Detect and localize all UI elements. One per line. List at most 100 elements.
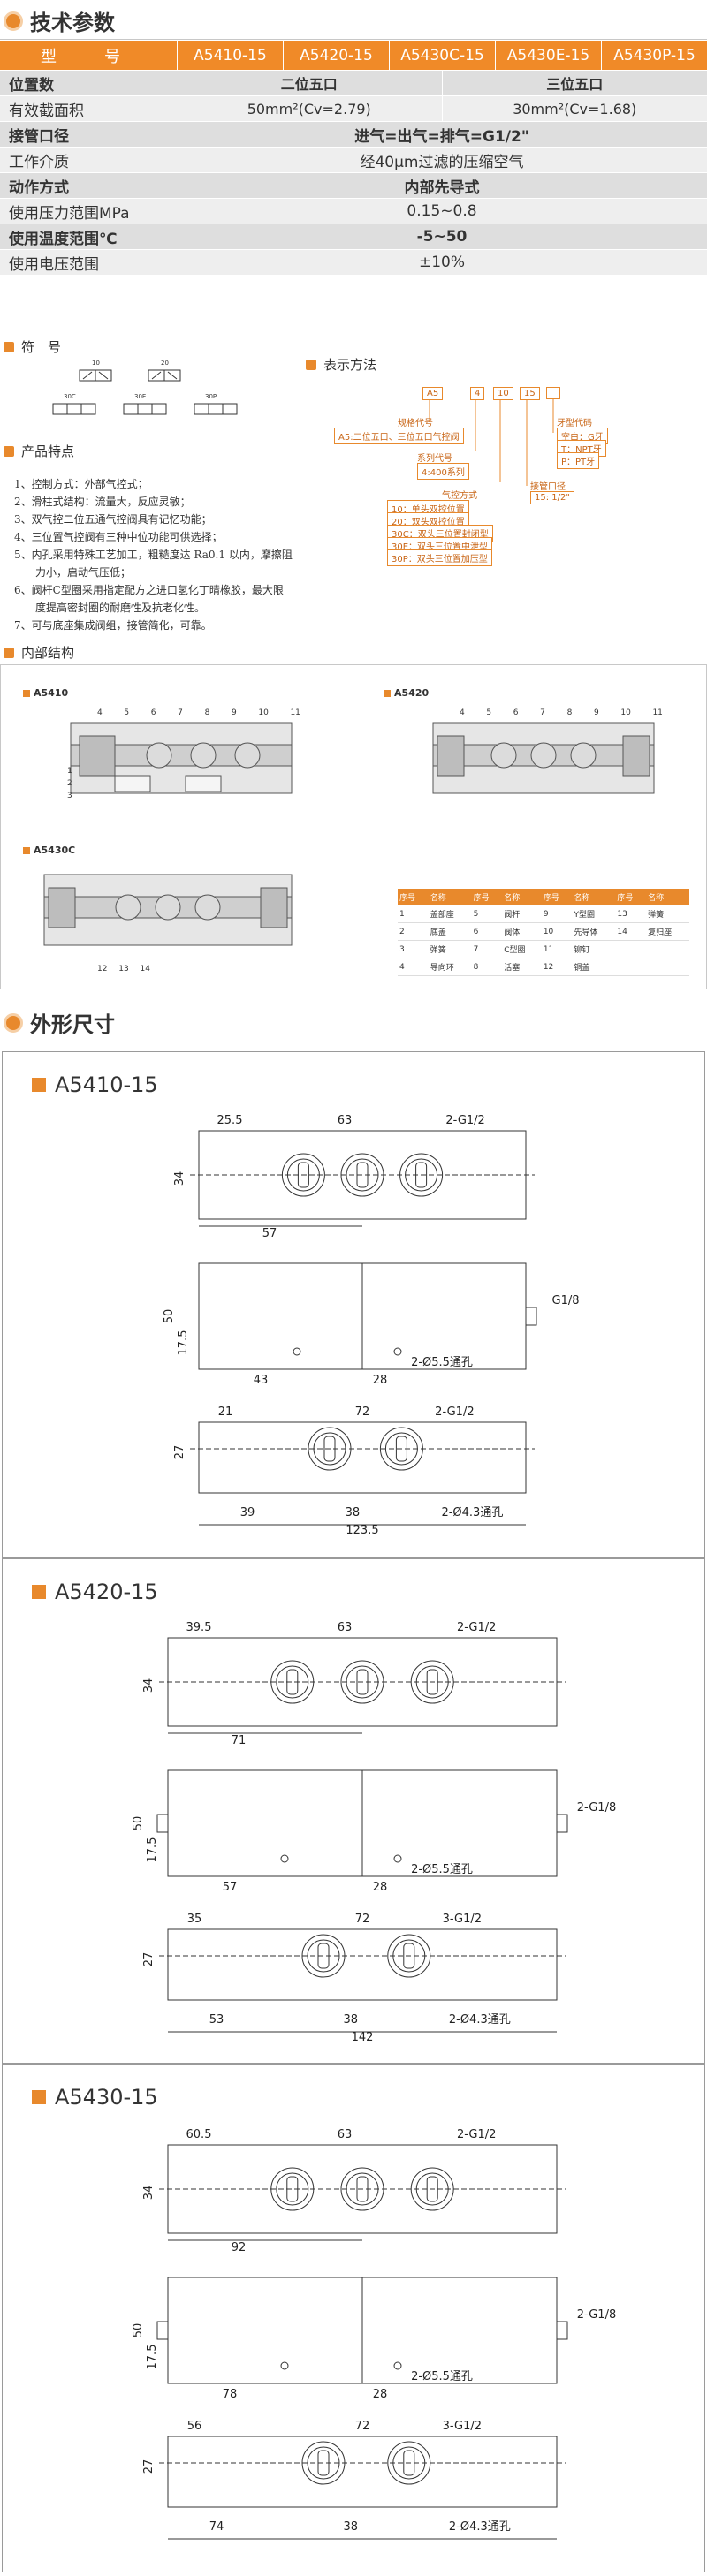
model-a5420: A5420-15: [283, 41, 389, 70]
section-bullet-icon: [4, 11, 23, 31]
dimension-label: 25.5: [217, 1114, 243, 1127]
port-label: 2-G1/2: [457, 2128, 496, 2141]
dimension-label: 92: [232, 2241, 247, 2254]
notation-block-title: 系列代号: [417, 454, 452, 464]
dimension-drawing-group: [190, 1130, 537, 1526]
spec-row: 使用电压范围 ±10%: [0, 250, 707, 276]
feature-item: 2、滑柱式结构：流量大，反应灵敏；: [14, 496, 191, 508]
spec-row-label: 使用压力范围MPa: [9, 204, 130, 223]
feature-item: 6、阀杆C型圈采用指定配方之进口氢化丁晴橡胶，最大限: [14, 584, 284, 596]
side-port: [556, 1814, 568, 1833]
dimension-label: 53: [209, 2013, 224, 2027]
symbol-header: 符 号: [4, 337, 61, 356]
notation-block-title: 牙型代码: [557, 419, 592, 428]
mount-hole: [393, 1854, 402, 1863]
dimension-title: A5430-15: [32, 2085, 158, 2110]
feature-item: 7、可与底座集成阀组，接管简化，可靠。: [14, 619, 212, 632]
dimension-label: 28: [373, 1374, 388, 1387]
spec-row-label: 使用温度范围℃: [9, 230, 118, 248]
notation-block-title: 气控方式: [442, 491, 477, 501]
dimension-label: 39.5: [186, 1621, 212, 1634]
port-label: 2-G1/2: [435, 1405, 474, 1419]
dimension-label: 21: [218, 1405, 233, 1419]
a5420-cross-section: [432, 722, 655, 794]
dimension-title: A5420-15: [32, 1580, 158, 1604]
spec-row-label: 有效截面积: [9, 102, 84, 120]
spec-row-value: 进气=出气=排气=G1/2": [354, 127, 529, 146]
dimension-label: 74: [209, 2520, 224, 2534]
dimension-label: 38: [344, 2013, 359, 2027]
feature-item: 1、控制方式：外部气控式；: [14, 478, 148, 490]
dimension-label: 123.5: [346, 1524, 378, 1537]
notation-header: 表示方法: [306, 355, 376, 374]
dimension-label: 72: [355, 1913, 370, 1926]
spec-row-value: ±10%: [418, 254, 466, 271]
port-inner-circle: [276, 1665, 309, 1699]
features-bullet-icon: [4, 445, 14, 457]
notation-block-line: 15: 1/2": [530, 491, 574, 504]
port-label: 2-G1/8: [577, 1801, 616, 1815]
notation-block-line: P：PT牙: [557, 452, 600, 469]
structure-panel-label: A5430C: [23, 845, 75, 856]
dimension-section-header: 外形尺寸: [0, 1007, 707, 1038]
dimension-label: 17.5: [146, 2345, 159, 2370]
port-label: 2-G1/2: [457, 1621, 496, 1634]
a5430c-cross-section: [43, 874, 293, 946]
notation-block-title: 接管口径: [530, 482, 566, 492]
model-header-label: 型 号: [41, 47, 136, 66]
hole-label: 2-Ø5.5通孔: [411, 2370, 473, 2383]
dimension-title: A5410-15: [32, 1072, 158, 1097]
structure-bullet-icon: [4, 647, 14, 658]
spec-row-value: 内部先导式: [404, 178, 480, 197]
symbol-label: 20: [161, 360, 169, 367]
notation-code: 4: [470, 387, 485, 400]
spec-row-value-left: 二位五口: [280, 76, 338, 93]
dimension-label: 35: [187, 1913, 202, 1926]
notation-bullet-icon: [306, 359, 316, 370]
notation-block-line: A5:二位五口、三位五口气控阀: [334, 428, 464, 444]
section-bullet-icon: [4, 1012, 23, 1033]
mount-hole: [393, 2361, 402, 2370]
spec-row-value: 0.15~0.8: [407, 202, 477, 220]
dimension-panel-a5430: [2, 2064, 705, 2572]
spec-row: 使用温度范围℃ -5~50: [0, 224, 707, 250]
dimension-label: 27: [142, 2459, 156, 2474]
dimension-panel-a5420: [2, 1558, 705, 2064]
spec-table: 型 号 A5410-15 A5420-15 A5430C-15 A5430E-1…: [0, 41, 707, 276]
symbol-label: 30P: [205, 393, 217, 400]
dimension-label: 78: [223, 2388, 238, 2401]
port-label: 2-G1/8: [577, 2308, 616, 2322]
dimension-label: 34: [142, 2186, 156, 2201]
mount-hole: [280, 2361, 289, 2370]
features-title: 产品特点: [21, 443, 75, 459]
spec-row-value-left: 50mm²(Cv=2.79): [247, 100, 371, 117]
spec-row: 位置数 二位五口 三位五口: [0, 71, 707, 96]
dimension-drawing-group: [156, 1637, 568, 2033]
dimension-label: 39: [240, 1506, 255, 1519]
dimension-label: 57: [262, 1227, 277, 1240]
spec-row: 使用压力范围MPa 0.15~0.8: [0, 199, 707, 224]
dimension-section-title: 外形尺寸: [30, 1012, 115, 1037]
dimension-label: 28: [373, 2388, 388, 2401]
hole-label: 2-Ø5.5通孔: [411, 1863, 473, 1876]
notation-title: 表示方法: [323, 357, 377, 373]
hole-label: 2-Ø4.3通孔: [449, 2013, 511, 2027]
dimension-label: 27: [173, 1445, 186, 1460]
structure-header: 内部结构: [4, 643, 74, 662]
side-port: [556, 2321, 568, 2340]
spec-section-header: 技术参数: [0, 5, 707, 40]
notation-code: 10: [493, 387, 513, 400]
dimension-label: 34: [173, 1171, 186, 1186]
a5410-cross-section: [70, 722, 293, 794]
spec-row-label: 接管口径: [9, 127, 69, 146]
dimension-label: 28: [373, 1881, 388, 1894]
mount-hole: [293, 1347, 301, 1356]
spec-row: 动作方式 内部先导式: [0, 173, 707, 199]
feature-item: 4、三位置气控阀有三种中位功能可供选择；: [14, 531, 223, 543]
